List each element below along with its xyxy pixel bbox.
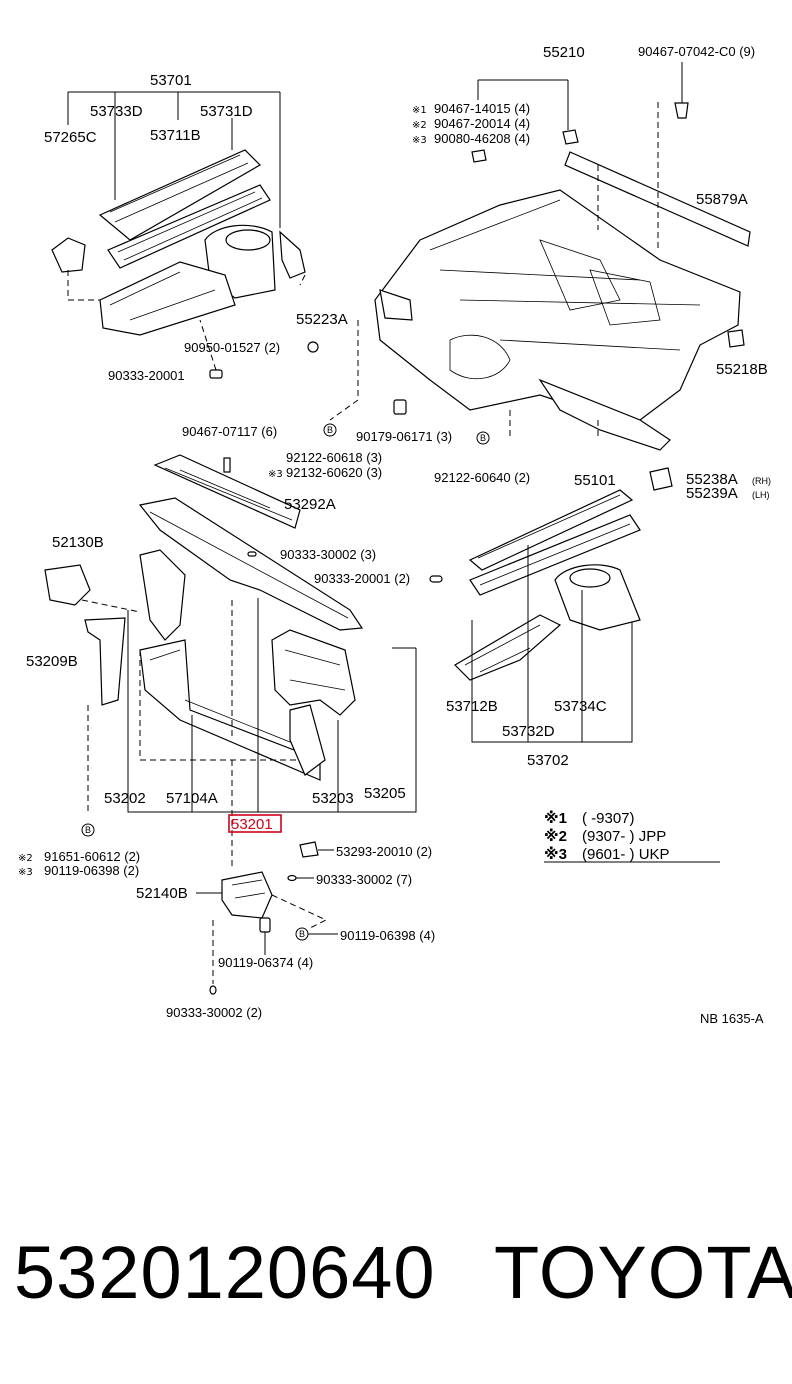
dash-panel-assembly bbox=[329, 62, 751, 491]
b-circle-2-letter: B bbox=[480, 433, 486, 443]
label-57265c: 57265C bbox=[44, 129, 97, 146]
label-90179-06171: 90179-06171 (3) bbox=[356, 429, 452, 444]
label-53701: 53701 bbox=[150, 72, 192, 89]
label-90333-30002-7: 90333-30002 (7) bbox=[316, 872, 412, 887]
label-53202: 53202 bbox=[104, 790, 146, 807]
apron-assembly-lower bbox=[454, 489, 641, 743]
label-53201: 53201 bbox=[231, 816, 273, 833]
label-55239a-side: (LH) bbox=[752, 490, 770, 500]
label-90119-06374: 90119-06374 (4) bbox=[218, 955, 313, 970]
note-2-key: ※2 bbox=[544, 827, 567, 845]
label-90467-14015: 90467-14015 (4) bbox=[434, 101, 530, 116]
label-53209b: 53209B bbox=[26, 653, 78, 670]
marker-1: ※1 bbox=[412, 105, 427, 116]
marker-3c: ※3 bbox=[18, 867, 33, 878]
label-92132-60620: 92132-60620 (3) bbox=[286, 465, 382, 480]
label-52140b: 52140B bbox=[136, 885, 188, 902]
label-90467-20014: 90467-20014 (4) bbox=[434, 116, 530, 131]
label-90950-01527: 90950-01527 (2) bbox=[184, 340, 280, 355]
label-90080-46208: 90080-46208 (4) bbox=[434, 131, 530, 146]
label-53734c: 53734C bbox=[554, 698, 607, 715]
b-circle-1 bbox=[323, 423, 337, 437]
label-52130b: 52130B bbox=[52, 534, 104, 551]
label-90333-30002-2: 90333-30002 (2) bbox=[166, 1005, 262, 1020]
note-1-value: ( -9307) bbox=[582, 810, 635, 827]
brand-name: TOYOTA bbox=[494, 1231, 792, 1314]
label-55101: 55101 bbox=[574, 472, 616, 489]
note-1-key: ※1 bbox=[544, 809, 567, 827]
label-90467-07042: 90467-07042-C0 (9) bbox=[638, 44, 755, 59]
label-53702: 53702 bbox=[527, 752, 569, 769]
note-2-value: (9307- ) JPP bbox=[582, 828, 666, 845]
label-53293-20010: 53293-20010 (2) bbox=[336, 844, 432, 859]
part-number: 5320120640 bbox=[14, 1231, 436, 1314]
radiator-support-assembly bbox=[44, 454, 443, 995]
marker-3b: ※3 bbox=[268, 469, 283, 480]
label-53732d: 53732D bbox=[502, 723, 555, 740]
highlight-box-53201 bbox=[228, 814, 282, 833]
label-57104a: 57104A bbox=[166, 790, 218, 807]
label-55238a: 55238A bbox=[686, 471, 738, 488]
label-53733d: 53733D bbox=[90, 103, 143, 120]
b-circle-3 bbox=[81, 823, 95, 837]
label-53203: 53203 bbox=[312, 790, 354, 807]
label-90119-06398-4: 90119-06398 (4) bbox=[340, 928, 435, 943]
marker-2b: ※2 bbox=[18, 853, 33, 864]
label-55879a: 55879A bbox=[696, 191, 748, 208]
label-55239a: 55239A bbox=[686, 485, 738, 502]
label-90467-07117: 90467-07117 (6) bbox=[182, 424, 277, 439]
label-92122-60640: 92122-60640 (2) bbox=[434, 470, 530, 485]
b-circle-2 bbox=[476, 431, 490, 445]
b-circle-1-letter: B bbox=[327, 425, 333, 435]
label-53711b: 53711B bbox=[150, 127, 201, 144]
label-55238a-side: (RH) bbox=[752, 476, 771, 486]
label-55210: 55210 bbox=[543, 44, 585, 61]
note-3-value: (9601- ) UKP bbox=[582, 846, 670, 863]
label-55223a: 55223A bbox=[296, 311, 348, 328]
label-53731d: 53731D bbox=[200, 103, 253, 120]
marker-2: ※2 bbox=[412, 120, 427, 131]
label-53712b: 53712B bbox=[446, 698, 498, 715]
label-91651-60612: 91651-60612 (2) bbox=[44, 849, 140, 864]
note-3-key: ※3 bbox=[544, 845, 567, 863]
b-circle-3-letter: B bbox=[85, 825, 91, 835]
label-55218b: 55218B bbox=[716, 361, 768, 378]
apron-assembly-upper bbox=[51, 91, 319, 379]
part-labels: 53701 53733D 53731D 57265C 53711B 90950-… bbox=[18, 44, 771, 1026]
reference-code: NB 1635-A bbox=[700, 1011, 764, 1026]
label-90333-20001-b: 90333-20001 (2) bbox=[314, 571, 410, 586]
b-circle-4-letter: B bbox=[299, 929, 305, 939]
label-90333-20001-a: 90333-20001 bbox=[108, 368, 185, 383]
label-53205: 53205 bbox=[364, 785, 406, 802]
label-53292a: 53292A bbox=[284, 496, 336, 513]
label-90333-30002-3: 90333-30002 (3) bbox=[280, 547, 376, 562]
label-92122-60618: 92122-60618 (3) bbox=[286, 450, 382, 465]
marker-3: ※3 bbox=[412, 135, 427, 146]
label-90119-06398-2: 90119-06398 (2) bbox=[44, 863, 139, 878]
